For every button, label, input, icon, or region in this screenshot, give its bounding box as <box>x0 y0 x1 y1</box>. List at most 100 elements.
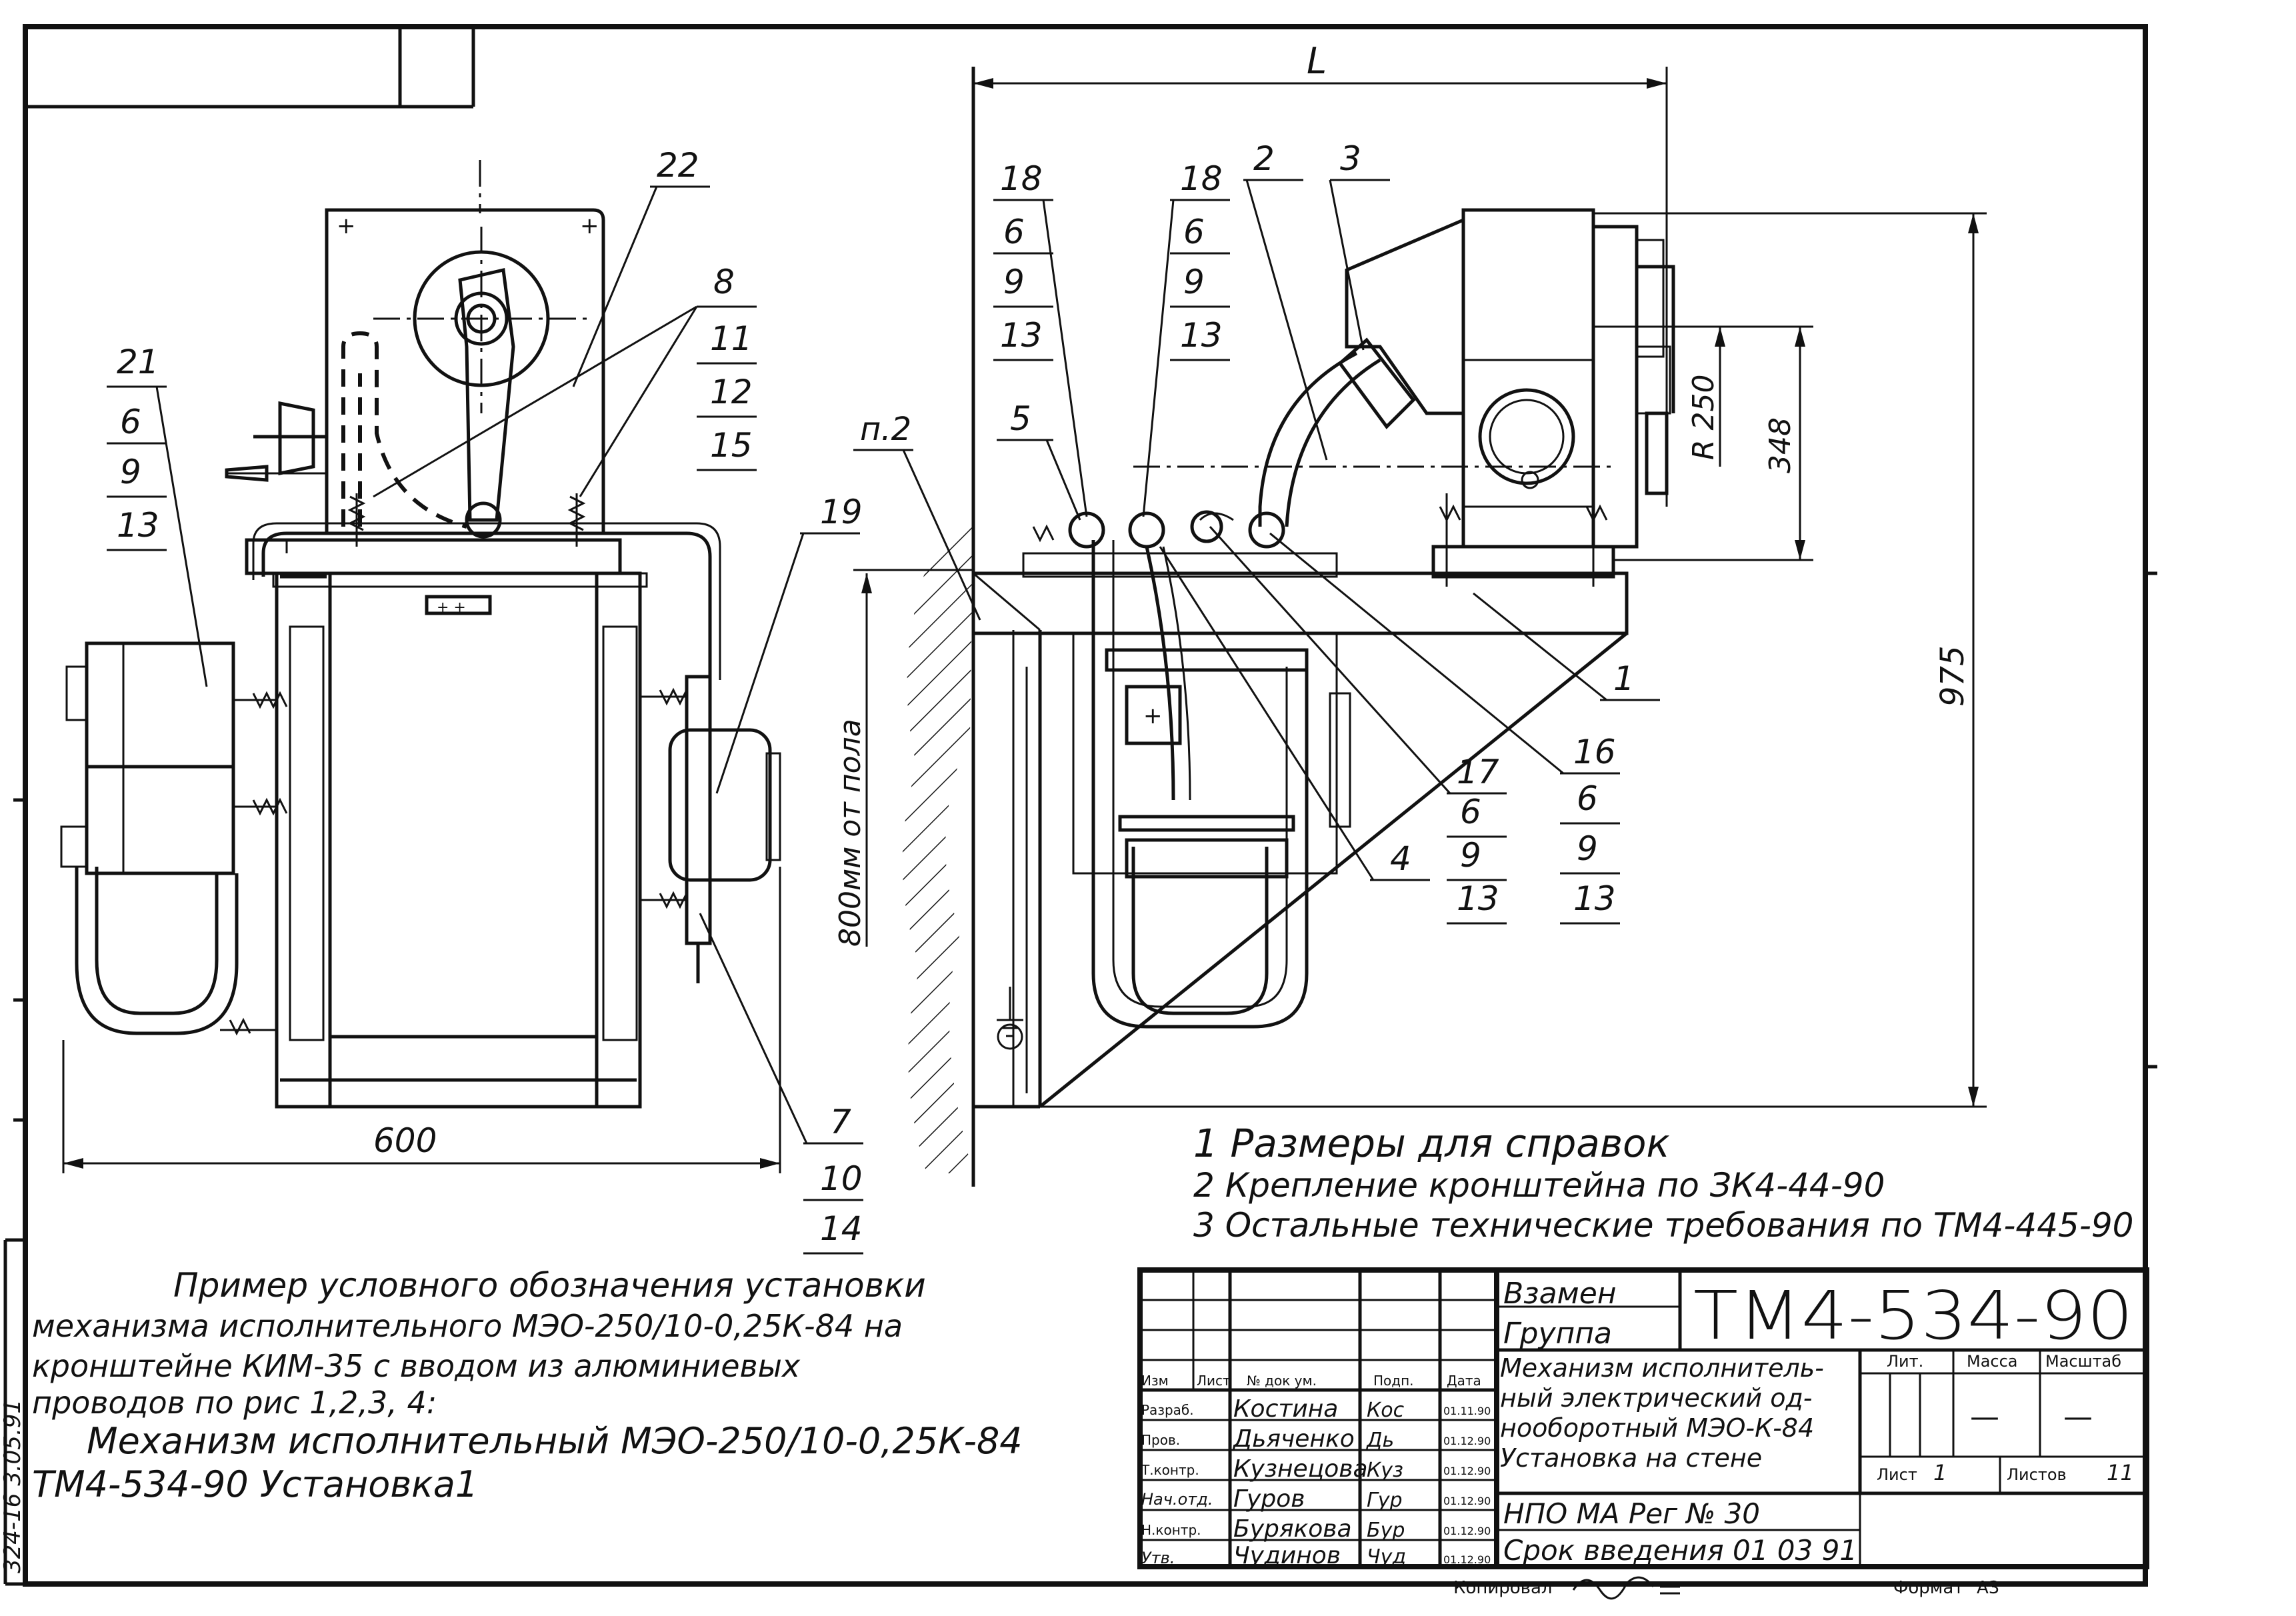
tb-sign-4: Гур <box>1367 1489 1403 1512</box>
callout-18a-a: 18 <box>1000 159 1043 198</box>
callout-19: 19 <box>820 493 863 531</box>
callout-8-d: 15 <box>710 426 753 465</box>
tb-col-date: Дата <box>1447 1373 1481 1389</box>
format-label: Формат <box>1893 1578 1964 1598</box>
tb-designation: ТМ4-534-90 <box>1693 1277 2133 1355</box>
tb-col-sign: Подп. <box>1373 1373 1414 1389</box>
designation-example: Пример условного обозначения установки м… <box>32 1266 1023 1505</box>
callout-18b-c: 9 <box>1183 263 1205 301</box>
callout-21-d: 13 <box>117 506 159 545</box>
tb-col-doc: № док ум. <box>1247 1373 1317 1389</box>
note-2: 2 Крепление кронштейна по ЗК4-44-90 <box>1193 1166 1885 1205</box>
callout-17-a: 17 <box>1457 753 1499 791</box>
callout-5: 5 <box>1010 399 1031 438</box>
example-line-3: кронштейне КИМ-35 с вводом из алюминиевы… <box>32 1348 801 1384</box>
callout-21-c: 9 <box>120 453 141 491</box>
callout-7-b: 10 <box>820 1159 863 1198</box>
svg-text:+: + <box>1143 703 1163 729</box>
example-line-4: проводов по рис 1,2,3, 4: <box>32 1385 437 1421</box>
tb-organization: НПО МА Рег № 30 <box>1503 1497 1760 1530</box>
callout-4: 4 <box>1390 839 1411 878</box>
note-1: 1 Размеры для справок <box>1193 1121 1670 1166</box>
side-stamp: 324-16 3.05.91 <box>0 1399 26 1573</box>
example-line-6: ТМ4-534-90 Установка1 <box>32 1463 478 1505</box>
tb-role-3: Т.контр. <box>1141 1462 1199 1478</box>
callout-22: 22 <box>657 146 699 185</box>
callout-17-b: 6 <box>1460 793 1481 831</box>
tb-col-izm: Изм <box>1141 1373 1169 1389</box>
callout-21-b: 6 <box>120 403 141 441</box>
tb-product-1: Механизм исполнитель- <box>1500 1353 1824 1383</box>
tb-scale: Масштаб <box>2045 1352 2121 1371</box>
tb-name-3: Кузнецова <box>1233 1455 1368 1483</box>
svg-text:+: + <box>337 213 356 239</box>
tb-sheets: Листов <box>2007 1465 2067 1484</box>
technical-notes: 1 Размеры для справок 2 Крепление кроншт… <box>1193 1121 2134 1245</box>
callout-16-b: 6 <box>1577 779 1598 818</box>
callout-18a-d: 13 <box>1000 316 1043 355</box>
front-view: + + + + <box>60 160 781 1173</box>
tb-sign-1: Кос <box>1367 1399 1405 1422</box>
dim-975: 975 <box>1934 645 1971 707</box>
tb-date-3: 01.12.90 <box>1443 1465 1491 1477</box>
tb-product-4: Установка на стене <box>1500 1443 1762 1473</box>
callout-18b-a: 18 <box>1180 159 1223 198</box>
svg-text:+ +: + + <box>437 599 466 616</box>
tb-sign-5: Бур <box>1367 1519 1405 1542</box>
dim-348: 348 <box>1763 417 1797 473</box>
tb-name-2: Дьяченко <box>1232 1425 1355 1453</box>
tb-product-3: нооборотный МЭО-К-84 <box>1500 1413 1814 1443</box>
callout-8-a: 8 <box>713 263 735 301</box>
tb-role-2: Пров. <box>1141 1432 1180 1448</box>
front-view-labels: 600 22 21 6 9 13 8 11 12 15 19 7 10 14 <box>107 146 863 1255</box>
tb-gruppa: Группа <box>1503 1317 1612 1351</box>
dim-floor: 800мм от пола <box>833 719 867 947</box>
tb-sign-3: Куз <box>1367 1459 1403 1482</box>
example-line-2: механизма исполнительного МЭО-250/10-0,2… <box>32 1308 903 1344</box>
tb-col-list: Лист <box>1197 1373 1231 1389</box>
tb-role-1: Разраб. <box>1141 1402 1194 1418</box>
tb-name-1: Костина <box>1233 1395 1338 1423</box>
callout-16-c: 9 <box>1577 829 1598 868</box>
side-view: + <box>853 67 1675 1187</box>
callout-7-c: 14 <box>820 1209 863 1248</box>
tb-date-6: 01.12.90 <box>1443 1553 1491 1566</box>
tb-sign-6: Чуд <box>1367 1545 1406 1569</box>
example-line-1: Пример условного обозначения установки <box>173 1266 926 1305</box>
tb-scale-value: — <box>2063 1400 2093 1434</box>
callout-18a-c: 9 <box>1003 263 1025 301</box>
tb-date-2: 01.12.90 <box>1443 1435 1491 1447</box>
title-block: Взамен Группа ТМ4-534-90 Механизм исполн… <box>1137 1267 2149 1569</box>
callout-18b-b: 6 <box>1183 213 1205 251</box>
tb-mass-value: — <box>1970 1400 1999 1434</box>
dim-L: L <box>1307 40 1327 82</box>
callout-18b-d: 13 <box>1180 316 1223 355</box>
tb-name-4: Гуров <box>1233 1485 1305 1513</box>
tb-date-1: 01.11.90 <box>1443 1405 1491 1417</box>
callout-2: 2 <box>1253 139 1275 178</box>
callout-16-a: 16 <box>1573 733 1616 771</box>
dim-600: 600 <box>373 1121 437 1160</box>
tb-mass: Масса <box>1967 1352 2018 1371</box>
callout-16-d: 13 <box>1573 879 1616 918</box>
callout-3: 3 <box>1340 139 1361 178</box>
format-value: А3 <box>1977 1578 1999 1598</box>
tb-effective-date: Срок введения 01 03 91 <box>1503 1534 1857 1567</box>
svg-text:+: + <box>580 213 599 239</box>
callout-8-b: 11 <box>710 319 753 358</box>
callout-1: 1 <box>1613 659 1635 698</box>
tb-product-2: ный электрический од- <box>1500 1383 1812 1413</box>
note-ref-p2: п.2 <box>860 411 911 448</box>
tb-sheet: Лист <box>1877 1465 1917 1484</box>
tb-name-6: Чудинов <box>1233 1542 1341 1569</box>
tb-lit: Лит. <box>1887 1352 1923 1371</box>
tb-sheet-value: 1 <box>1933 1460 1947 1485</box>
tb-sheets-value: 11 <box>2107 1460 2134 1485</box>
tb-role-6: Утв. <box>1141 1549 1175 1567</box>
tb-date-4: 01.12.90 <box>1443 1495 1491 1507</box>
callout-21-a: 21 <box>117 343 159 381</box>
note-3: 3 Остальные технические требования по ТМ… <box>1193 1206 2134 1245</box>
callout-7-a: 7 <box>830 1103 851 1141</box>
